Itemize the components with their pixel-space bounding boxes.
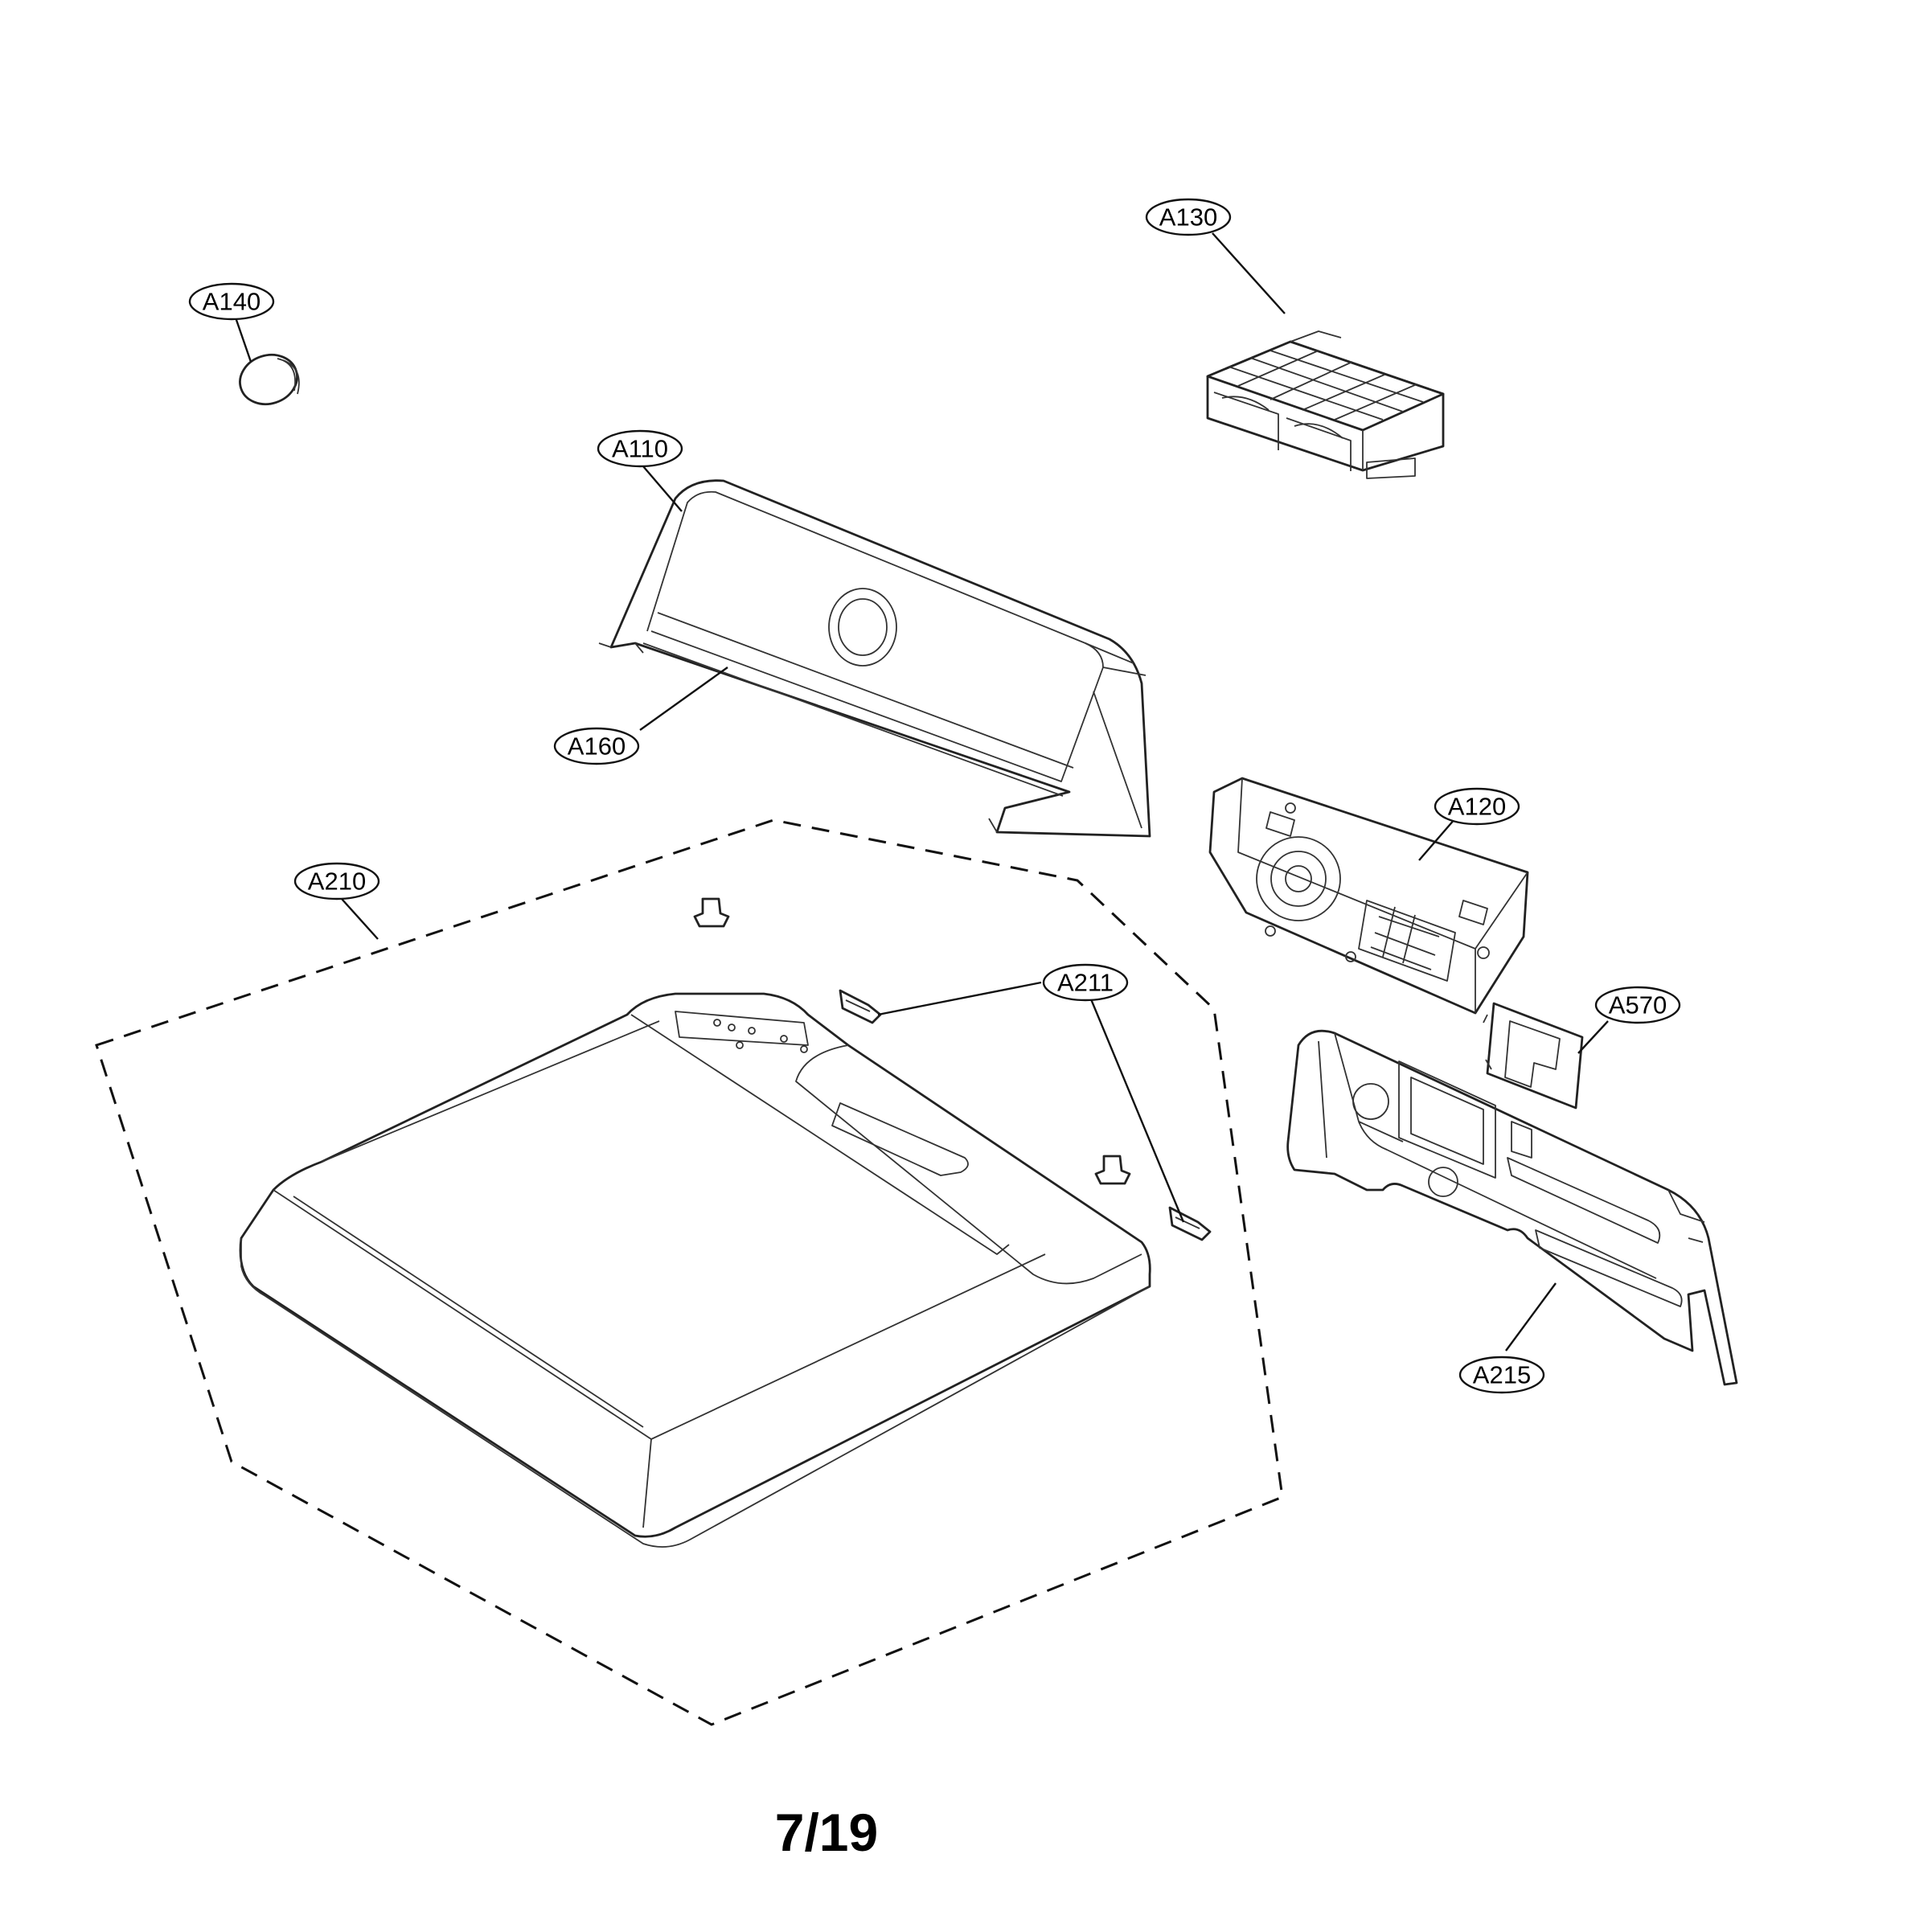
part-a110-control-panel (598, 479, 1151, 838)
callout-a130: A130 (1145, 198, 1232, 236)
page-number: 7/19 (775, 1803, 878, 1862)
leader-a215 (1505, 1282, 1557, 1352)
callout-a211-text: A211 (1057, 969, 1114, 997)
callout-a140-text: A140 (203, 288, 260, 316)
part-plug-left (693, 897, 730, 928)
leader-a211-lower (1088, 995, 1185, 1223)
callout-a110: A110 (597, 429, 683, 468)
callout-a210-text: A210 (308, 868, 366, 896)
callout-a110-text: A110 (612, 435, 668, 463)
callout-a215: A215 (1458, 1356, 1545, 1394)
callout-a570: A570 (1594, 986, 1681, 1024)
part-a120-pcb (1208, 777, 1529, 1015)
callout-a120: A120 (1434, 787, 1520, 826)
leader-a120 (1418, 818, 1456, 861)
callout-a130-text: A130 (1159, 203, 1217, 232)
part-a211-hinge-lower (1168, 1206, 1212, 1241)
leader-a160 (639, 667, 728, 731)
part-a140-knob (239, 353, 300, 406)
leader-a140 (234, 317, 252, 363)
callout-a140: A140 (188, 282, 275, 321)
callout-a570-text: A570 (1609, 991, 1667, 1019)
leader-a130 (1212, 232, 1286, 314)
part-plug-right (1094, 1155, 1131, 1185)
callout-a160-text: A160 (568, 732, 626, 761)
part-a211-hinge-upper (839, 989, 882, 1024)
part-a130-module (1206, 330, 1445, 479)
callout-a211: A211 (1042, 963, 1129, 1002)
callout-a215-text: A215 (1473, 1361, 1531, 1389)
leader-a210 (341, 898, 379, 940)
callout-a120-text: A120 (1448, 793, 1506, 821)
leader-a211-upper (877, 981, 1042, 1016)
leader-a110 (642, 466, 683, 512)
leader-a570 (1577, 1020, 1609, 1054)
assembly-boundary-a210 (95, 818, 1284, 1726)
part-top-lid (239, 992, 1151, 1548)
callout-a210: A210 (293, 862, 380, 900)
part-a215-rear-panel (1286, 1029, 1738, 1386)
part-a570-cover (1483, 1002, 1584, 1110)
callout-a160: A160 (553, 727, 640, 765)
